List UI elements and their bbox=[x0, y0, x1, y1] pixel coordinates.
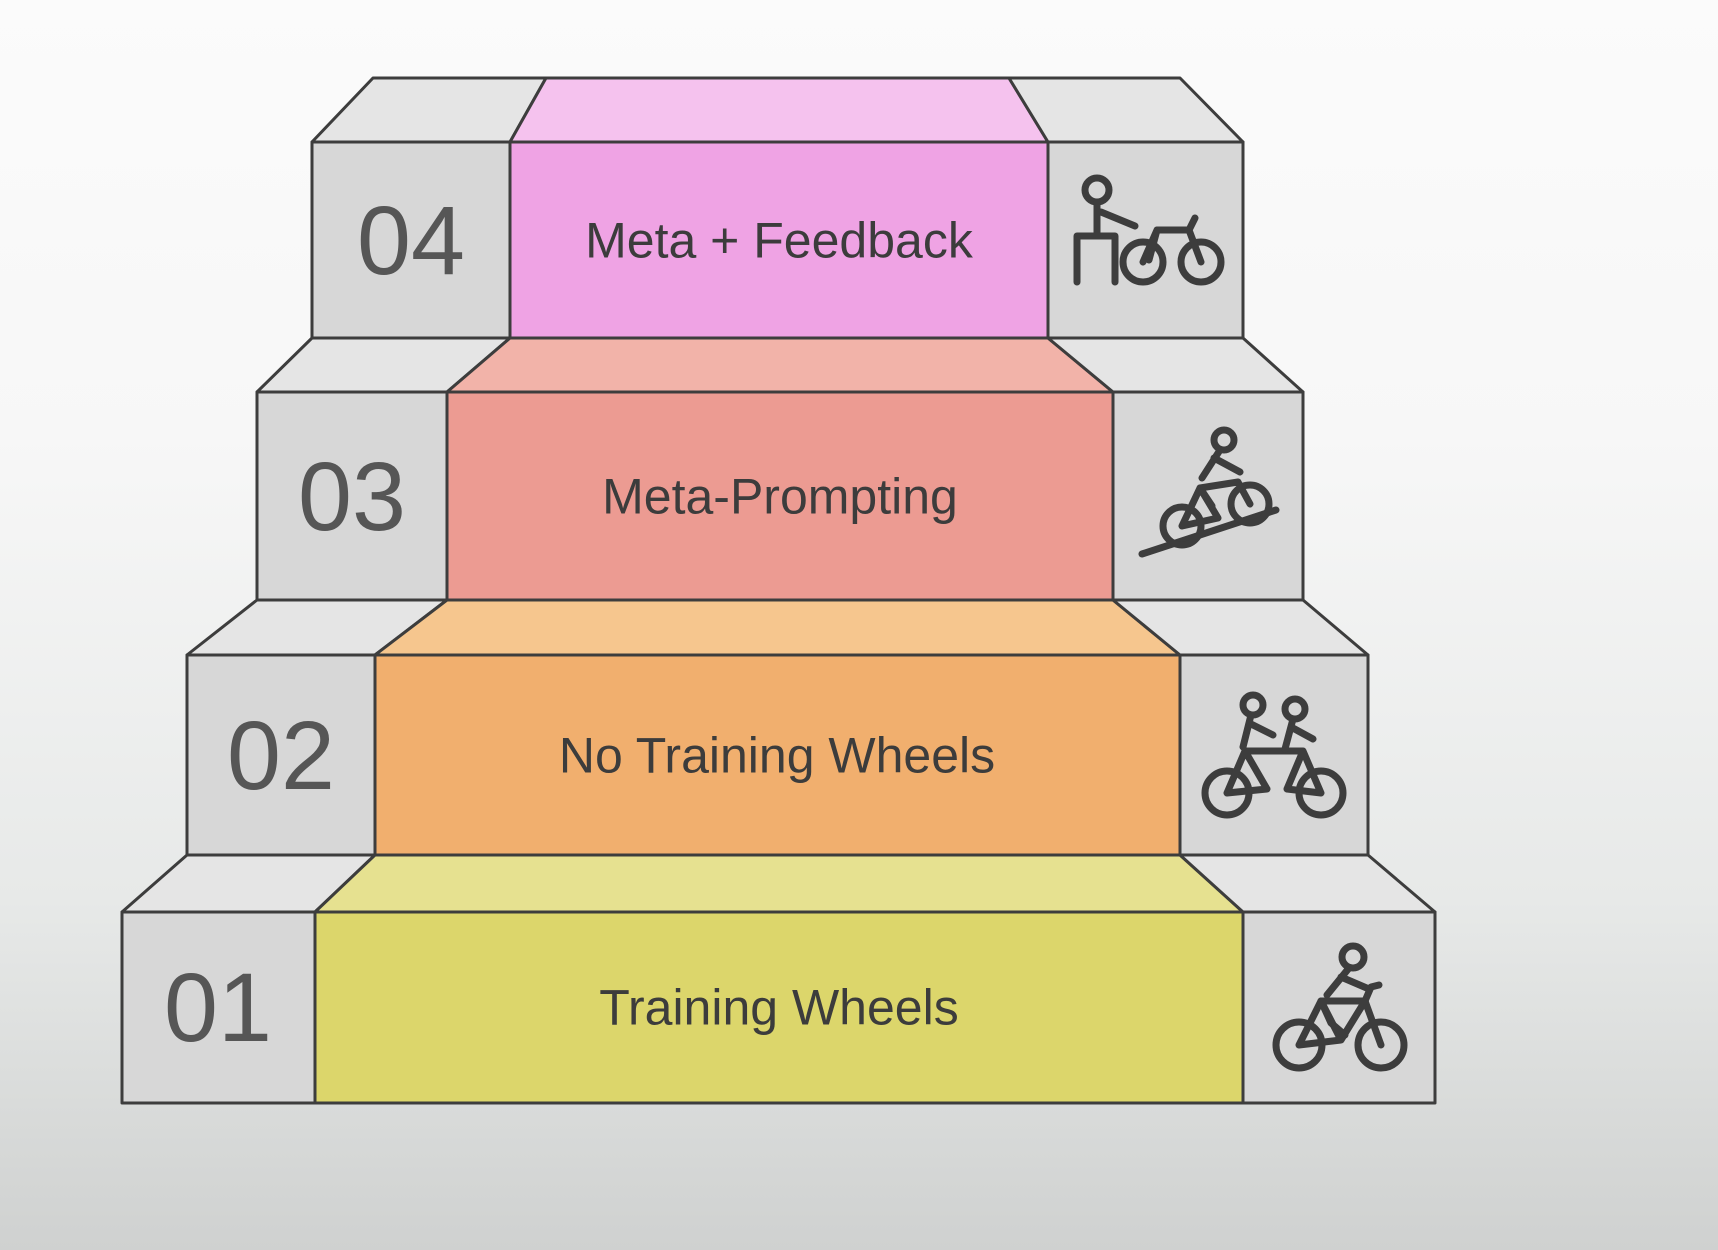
uphill-cyclist-icon bbox=[1138, 426, 1280, 558]
step-2-front-right bbox=[1178, 653, 1370, 857]
step-4-label: Meta + Feedback bbox=[585, 213, 974, 269]
step-4-top-left bbox=[310, 76, 548, 144]
step-1-number: 01 bbox=[164, 953, 272, 1062]
step-3-top-center bbox=[445, 336, 1115, 394]
step-2-label: No Training Wheels bbox=[559, 728, 995, 784]
step-2-number: 02 bbox=[227, 701, 335, 810]
step-3-label: Meta-Prompting bbox=[602, 469, 958, 525]
step-4: 04 Meta + Feedback bbox=[310, 76, 1245, 340]
cyclist-icon bbox=[1272, 942, 1408, 1072]
step-3-number: 03 bbox=[298, 442, 406, 551]
step-4-top-right bbox=[1007, 76, 1245, 144]
step-1-top-center bbox=[313, 853, 1245, 914]
step-3: 03 Meta-Prompting bbox=[255, 336, 1305, 602]
step-2-top-center bbox=[373, 598, 1182, 657]
step-4-top-center bbox=[508, 76, 1050, 144]
step-1-label: Training Wheels bbox=[599, 980, 958, 1036]
step-4-number: 04 bbox=[357, 186, 465, 295]
step-1-front-right bbox=[1241, 910, 1437, 1105]
person-with-bike-icon bbox=[1073, 174, 1225, 286]
step-2: 02 No Training Wheels bbox=[185, 598, 1370, 857]
tandem-cyclists-icon bbox=[1201, 691, 1347, 819]
step-1: 01 Training Wheels bbox=[120, 853, 1437, 1105]
